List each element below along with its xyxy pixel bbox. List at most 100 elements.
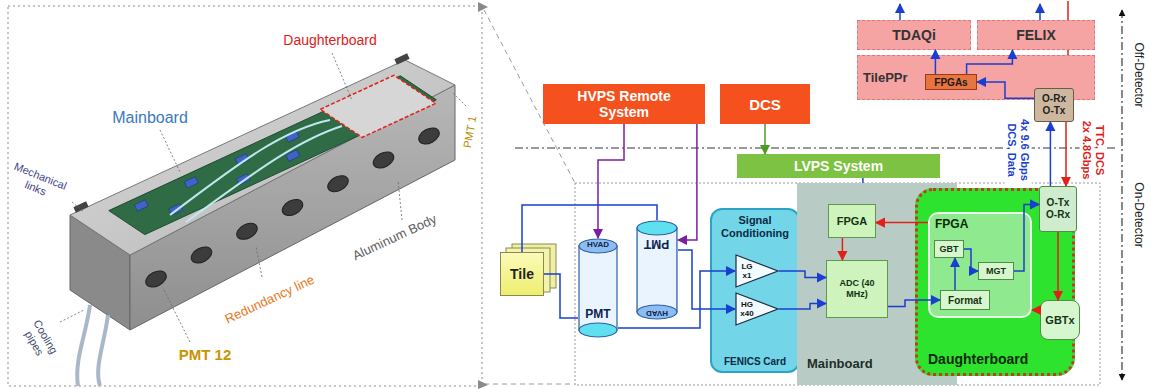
region-label: On-Detector bbox=[1131, 182, 1145, 247]
drawer-illustration bbox=[60, 53, 466, 386]
logic-block: GBT bbox=[934, 240, 964, 258]
component bbox=[134, 200, 148, 211]
control-box: DCS bbox=[720, 84, 810, 124]
mechanical-link bbox=[73, 201, 88, 212]
signal-connector bbox=[1014, 204, 1039, 271]
node-text: Tile bbox=[510, 266, 534, 282]
adc-box: ADC (40 MHz) bbox=[826, 260, 888, 318]
signal-connector bbox=[862, 178, 864, 183]
signal-connector bbox=[964, 249, 978, 271]
node-text: HVPS Remote System bbox=[565, 88, 683, 120]
signal-connector bbox=[876, 222, 928, 224]
pmt-hole bbox=[234, 220, 260, 243]
tile-box: Tile bbox=[500, 252, 544, 296]
signal-connector bbox=[764, 124, 766, 154]
leader-line bbox=[60, 310, 84, 322]
node-text: LG x1 bbox=[738, 262, 756, 280]
pmt-cylinder bbox=[636, 220, 678, 320]
drawer-top-face bbox=[70, 60, 455, 255]
signal-connector bbox=[522, 205, 657, 252]
signal-connector bbox=[842, 238, 844, 260]
node-text: FPGA bbox=[837, 215, 868, 227]
signal-connector bbox=[1050, 122, 1052, 186]
callout-label: Aluminum Body bbox=[351, 212, 440, 264]
pmt-hole bbox=[371, 149, 397, 172]
gbtx-chip: GBTx bbox=[1040, 300, 1080, 340]
node-text: FPGA bbox=[935, 217, 968, 231]
pmt-hole bbox=[280, 196, 306, 219]
link-label: 4x 9.6 Gbps DCS, Data bbox=[1004, 113, 1031, 187]
signal-connector bbox=[544, 274, 578, 318]
pmt-cylinder bbox=[578, 238, 618, 338]
node-text: HVAD bbox=[587, 240, 609, 250]
zoom-arrow bbox=[478, 2, 488, 12]
pmt-cylinder: HVAD PMT bbox=[578, 238, 618, 338]
node-text: MGT bbox=[986, 266, 1006, 276]
mainboard-pcb bbox=[109, 76, 437, 235]
mechanical-link bbox=[394, 53, 409, 64]
callout-label: PMT 1 bbox=[461, 115, 479, 149]
power-box: HVPS Remote System bbox=[543, 84, 705, 124]
node-text: FELIX bbox=[1016, 27, 1056, 43]
pmt-hole bbox=[325, 172, 351, 195]
signal-connector bbox=[1057, 232, 1059, 300]
cooling-pipe bbox=[77, 305, 90, 386]
node-text: O-Tx O-Rx bbox=[1043, 197, 1073, 221]
callout-label: PMT 12 bbox=[179, 346, 232, 363]
node-text: Mainboard bbox=[807, 356, 873, 371]
pmt-hole bbox=[143, 268, 169, 291]
signal-connector bbox=[779, 304, 826, 310]
data-out-link bbox=[1039, 4, 1041, 20]
node-text: HVAD bbox=[646, 308, 668, 318]
leader-line bbox=[72, 202, 84, 212]
node-text: FPGAs bbox=[934, 77, 967, 88]
leader-line bbox=[163, 288, 190, 342]
signal-connector bbox=[967, 50, 1013, 74]
signal-connector bbox=[618, 271, 735, 328]
leader-line bbox=[398, 180, 402, 220]
leader-line bbox=[452, 92, 466, 106]
signal-connector bbox=[1032, 309, 1040, 311]
signal-connector bbox=[678, 250, 735, 309]
node-text: FENICS Card bbox=[724, 356, 786, 367]
region-label: Off-Detector bbox=[1131, 42, 1145, 107]
signal-connector bbox=[598, 124, 624, 238]
logic-block: Format bbox=[940, 290, 990, 310]
zoom-arrow bbox=[478, 380, 488, 389]
node-text: TDAQi bbox=[892, 27, 936, 43]
photo-frame bbox=[8, 6, 482, 386]
fpga-box: FPGAs bbox=[925, 74, 977, 90]
leader-line bbox=[332, 53, 352, 100]
component bbox=[184, 177, 198, 188]
node-text: PMT bbox=[585, 307, 610, 321]
leader-lines bbox=[60, 53, 466, 342]
callout-label: Redundancy line bbox=[223, 273, 317, 327]
fpga-box: FPGA GBT MGT Format bbox=[928, 212, 1032, 318]
board-region: DaughterboardFPGAGBTMGTFormatO-Tx O-RxGB… bbox=[915, 188, 1075, 376]
optical-box: O-Rx O-Tx bbox=[1034, 88, 1074, 122]
pmt-hole bbox=[189, 244, 215, 267]
signal-connector bbox=[977, 82, 1034, 98]
callout-label: Daughterboard bbox=[283, 32, 376, 48]
system-box: FELIX bbox=[977, 20, 1095, 50]
signal-connector bbox=[935, 50, 937, 74]
node-text: PMT bbox=[644, 237, 669, 251]
node-text: O-Rx O-Tx bbox=[1039, 93, 1069, 117]
on-detector-region bbox=[575, 183, 1100, 385]
amplifier-triangle: LG x1 bbox=[735, 254, 779, 288]
node-text: DCS bbox=[749, 96, 781, 113]
system-box: TDAQi bbox=[857, 20, 971, 50]
fiber bbox=[170, 120, 330, 215]
signal-connector bbox=[888, 300, 940, 306]
callout-label: Mechanical links bbox=[1, 157, 75, 207]
node-text: Signal Conditioning bbox=[714, 214, 796, 239]
node-text: Format bbox=[948, 295, 982, 306]
callout-label: Mainboard bbox=[112, 109, 188, 127]
link-label: TTC, DCS 2x 4.8Gbps bbox=[1079, 118, 1106, 182]
node-text: TilePPr bbox=[863, 70, 908, 85]
data-out-link bbox=[899, 4, 901, 20]
fpga-box: FPGA bbox=[828, 204, 876, 238]
detector-axis bbox=[1122, 10, 1123, 380]
amplifier-triangle: HG x40 bbox=[735, 292, 779, 326]
